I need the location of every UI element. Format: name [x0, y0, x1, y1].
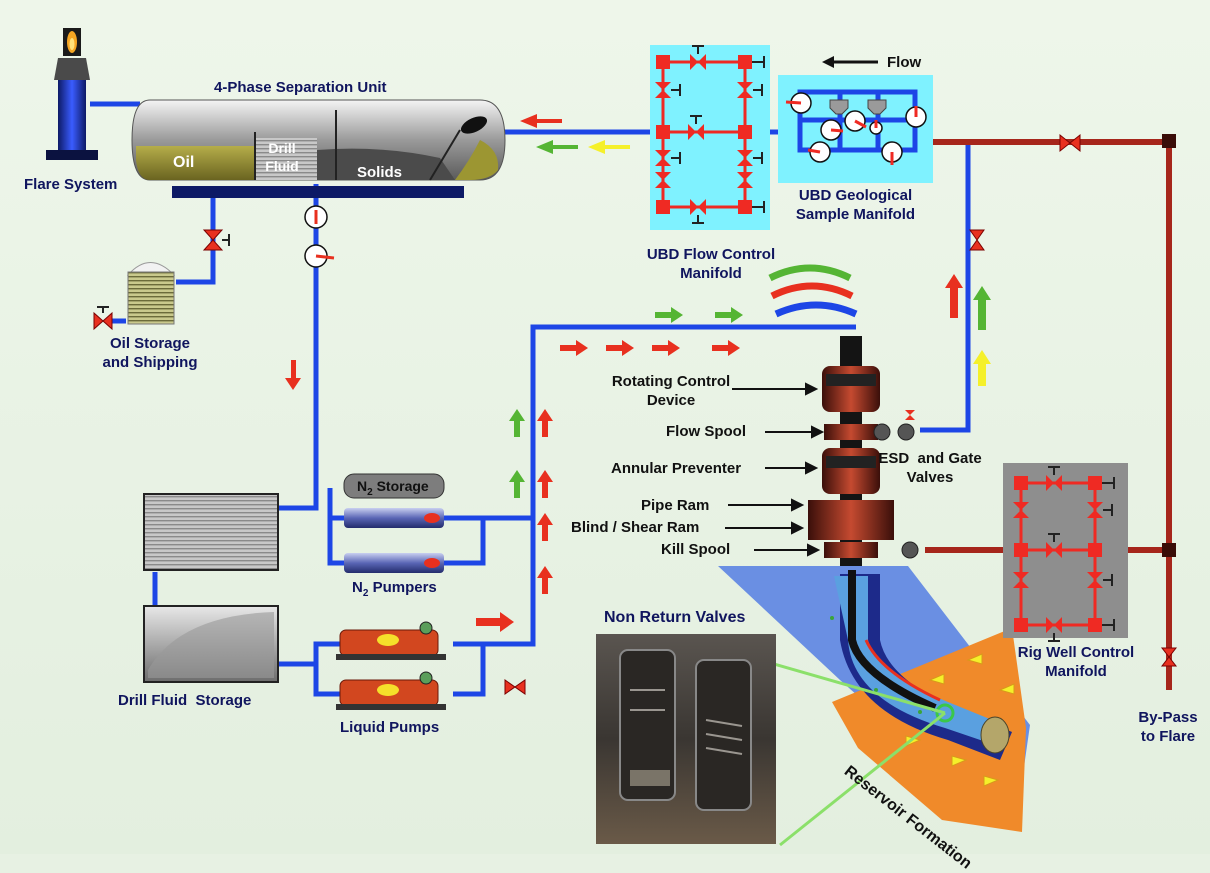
n2-pumpers-label-rest: Pumpers: [368, 579, 437, 596]
n2-storage-label-n: N: [357, 478, 368, 494]
separation-unit-label: 4-Phase Separation Unit: [214, 79, 387, 96]
oil-storage-label: Oil Storage and Shipping: [90, 334, 210, 372]
riser-flow-arrows: [945, 274, 991, 386]
diagram-graphics: [46, 28, 1178, 847]
riser-valve-icon: [969, 229, 985, 251]
kill-spool-label: Kill Spool: [661, 541, 731, 558]
ubd-flow-control-manifold-icon: [650, 45, 770, 230]
esd-gate-valves-label-line2: Valves: [906, 469, 954, 486]
n2-storage-label-sub: 2: [367, 486, 373, 498]
ubd-flow-control-label-line2: Manifold: [680, 265, 742, 282]
n2-storage-label: N2 Storage: [357, 477, 429, 502]
circulation-arcs: [768, 264, 858, 318]
liquid-pump-valve-icon: [504, 679, 526, 695]
pipe-tee-top: [1162, 134, 1176, 148]
bypass-to-flare-label-line1: By-Pass: [1138, 709, 1198, 726]
oil-storage-tank-icon: [126, 262, 176, 325]
flow-spool-label: Flow Spool: [666, 423, 746, 440]
n2-pumpers-label: N2 Pumpers: [352, 578, 437, 603]
rig-well-control-manifold-icon: [1003, 463, 1128, 642]
rig-well-control-label-line1: Rig Well Control: [1017, 644, 1135, 661]
bypass-valve-bottom-icon: [1160, 647, 1178, 667]
shipping-valve-icon: [93, 306, 113, 331]
oil-storage-label-line1: Oil Storage: [109, 335, 191, 352]
flare-system-icon: [46, 28, 98, 160]
callout-line-bottom: [779, 711, 946, 847]
bypass-to-flare-label: By-Pass to Flare: [1128, 708, 1208, 746]
drill-fluid-label-line2: Fluid: [265, 158, 299, 174]
ubd-geological-sample-manifold-icon: [778, 75, 933, 183]
bypass-valve-top-icon: [1059, 133, 1081, 153]
rotating-control-device-label: Rotating Control Device: [596, 372, 746, 410]
mud-tank-lower-icon: [143, 605, 279, 683]
liquid-pump-2-icon: [336, 671, 446, 710]
n2-pumper-2-icon: [344, 553, 444, 573]
rig-well-control-label: Rig Well Control Manifold: [996, 643, 1156, 681]
mud-tank-upper-icon: [143, 493, 279, 571]
bypass-to-flare-label-line2: to Flare: [1140, 728, 1196, 745]
oil-storage-label-line2: and Shipping: [102, 354, 198, 371]
rig-well-control-label-line2: Manifold: [1045, 663, 1107, 680]
pipe-tee-mid: [1162, 543, 1176, 557]
drill-fluid-gauge-icon: [304, 205, 335, 268]
oil-label: Oil: [173, 154, 195, 171]
drill-fluid-label-line1: Drill: [268, 140, 296, 156]
oil-line-valve-icon: [202, 229, 230, 251]
non-return-valves-photo: [596, 634, 776, 844]
blind-shear-ram-label: Blind / Shear Ram: [571, 519, 700, 536]
n2-storage-tank-icon: [343, 473, 445, 499]
liquid-pump-1-icon: [336, 621, 446, 660]
flare-system-label: Flare System: [24, 176, 118, 193]
ubd-geological-label-line1: UBD Geological: [798, 187, 913, 204]
n2-pumper-1-icon: [344, 508, 444, 528]
n2-pumpers-label-sub: 2: [362, 588, 369, 599]
ubd-flow-control-label: UBD Flow Control Manifold: [630, 245, 792, 283]
return-flow-arrows: [520, 114, 630, 154]
ubd-flow-control-label-line1: UBD Flow Control: [646, 246, 776, 263]
liquid-pumps-label: Liquid Pumps: [340, 719, 440, 736]
esd-gate-valves-label: ESD and Gate Valves: [878, 449, 982, 487]
flow-direction-arrow-icon: [822, 56, 878, 68]
pipe-ram-label: Pipe Ram: [641, 497, 710, 514]
drill-fluid-storage-label: Drill Fluid Storage: [118, 692, 252, 709]
esd-gate-valves-label-line1: ESD and Gate: [878, 450, 982, 467]
annular-preventer-label: Annular Preventer: [611, 460, 742, 477]
n2-storage-label-rest: Storage: [372, 478, 429, 494]
injection-flow-arrows: [285, 307, 743, 632]
flow-label: Flow: [887, 54, 922, 71]
ubd-geological-label-line2: Sample Manifold: [795, 206, 916, 223]
reservoir-formation-icon: [718, 566, 1030, 832]
solids-label: Solids: [357, 164, 403, 181]
non-return-valves-label: Non Return Valves: [604, 609, 746, 626]
drill-fluid-label: Drill Fluid: [262, 139, 302, 175]
separation-unit-icon: [131, 99, 506, 198]
n2-pumpers-label-n: N: [352, 579, 363, 596]
wellhead-stack-icon: [808, 336, 919, 576]
rotating-control-device-label-line1: Rotating Control: [611, 373, 731, 390]
rotating-control-device-label-line2: Device: [646, 392, 696, 409]
pointer-arrows: [725, 382, 825, 557]
ubd-geological-label: UBD Geological Sample Manifold: [773, 186, 938, 224]
